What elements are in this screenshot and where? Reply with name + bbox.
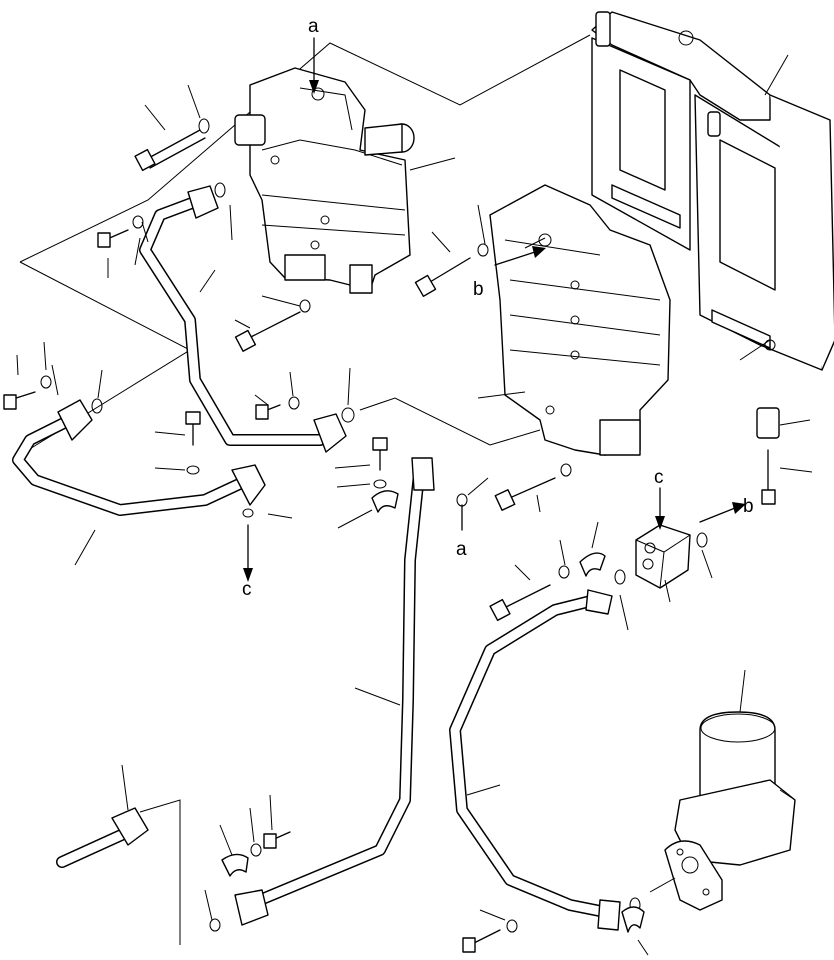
assembly-outline <box>19 34 591 263</box>
mounting-bracket <box>591 11 834 371</box>
flexible-hose-right <box>449 589 621 931</box>
control-valve-left <box>234 67 415 294</box>
callout-c-right: c <box>654 467 664 488</box>
pipe-stub <box>56 799 181 945</box>
reference-arrows <box>243 37 746 582</box>
split-flange-halves <box>221 490 645 933</box>
callout-b-right: b <box>743 496 754 517</box>
assembly-outline-mid <box>359 397 541 446</box>
flexible-hose-center <box>234 457 435 926</box>
bolt-group <box>3 129 776 953</box>
steel-pipe-left <box>12 399 266 516</box>
callout-a-bottom: a <box>456 539 467 560</box>
washers-and-orings <box>40 118 708 933</box>
steel-pipe-center <box>139 185 347 453</box>
callout-b-left: b <box>473 279 484 300</box>
control-valve-right <box>489 184 671 456</box>
callout-a-top: a <box>308 16 319 37</box>
pump-assembly <box>664 711 796 911</box>
leader-lines <box>16 54 813 956</box>
spacer-sleeve <box>756 407 780 439</box>
fitting-block <box>635 524 691 589</box>
callout-c-left: c <box>242 579 252 600</box>
